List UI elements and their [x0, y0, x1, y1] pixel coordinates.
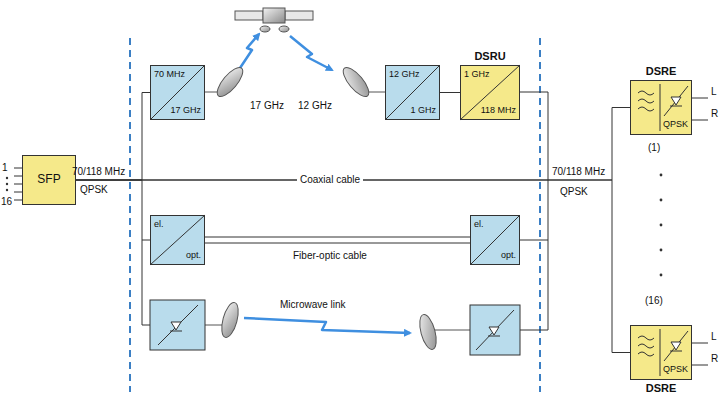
converter-box: 70 MHz 17 GHz: [150, 65, 205, 120]
box-text: 118 MHz: [481, 105, 516, 116]
optical-converter: el. opt.: [470, 215, 520, 265]
box-text: 1 GHz: [464, 69, 490, 80]
box-text: 70 MHz: [154, 69, 185, 80]
converter-diagonals: [150, 65, 520, 265]
signal-label: L: [711, 86, 717, 98]
trunk-wires: [142, 92, 708, 365]
callout-number: (16): [645, 295, 663, 307]
box-text: 1 GHz: [410, 105, 436, 116]
signal-label: 17 GHz: [250, 100, 284, 112]
receiver-unit: DSRU1 GHz118 MHz: [460, 65, 520, 120]
unit-heading: DSRU: [461, 51, 519, 62]
fiber-cable: [205, 237, 470, 243]
cable-label: Fiber-optic cable: [290, 250, 370, 262]
callout-number: (1): [648, 142, 660, 154]
signal-label: QPSK: [560, 186, 588, 198]
box-text: 17 GHz: [170, 105, 201, 116]
box-text: 12 GHz: [389, 69, 420, 80]
signal-label: 70/118 MHz: [552, 166, 605, 178]
signal-label: Microwave link: [280, 299, 346, 311]
box-text: QPSK: [663, 364, 688, 375]
signal-wire: [76, 180, 630, 353]
unit-heading: DSRE: [631, 66, 691, 77]
optical-converter: el. opt.: [150, 215, 205, 265]
signal-label: 16: [1, 196, 12, 208]
box-text: opt.: [186, 250, 201, 261]
signal-label: 70/118 MHz: [72, 166, 125, 178]
signal-label: QPSK: [80, 184, 108, 196]
satellite: [235, 8, 313, 32]
signal-label: R: [711, 353, 718, 365]
box-text: opt.: [501, 250, 516, 261]
cable-label: Coaxial cable: [297, 174, 363, 186]
microwave-terminal: [150, 300, 520, 355]
box-text: el.: [474, 219, 484, 230]
box-text: QPSK: [663, 119, 688, 130]
signal-label: 1: [2, 162, 8, 174]
ellipsis-dots: [6, 174, 663, 277]
signal-label: R: [711, 108, 718, 120]
signal-label: L: [711, 331, 717, 343]
unit-heading: DSRE: [631, 383, 691, 394]
signal-label: 12 GHz: [298, 100, 332, 112]
box-text: SFP: [23, 174, 75, 185]
splitter-box: SFP: [22, 155, 76, 205]
demodulator-box: DSREQPSK: [630, 80, 692, 135]
box-text: el.: [154, 219, 164, 230]
converter-box: 12 GHz 1 GHz: [385, 65, 440, 120]
dish-antennas: [205, 64, 470, 351]
signal-wire: [440, 92, 460, 93]
filter-demodulator-symbol: [638, 84, 688, 376]
input-lines: [14, 168, 22, 200]
boundary-line: [130, 38, 540, 392]
signal-wire: [76, 180, 150, 240]
demodulator-box: DSREQPSK: [630, 325, 692, 380]
